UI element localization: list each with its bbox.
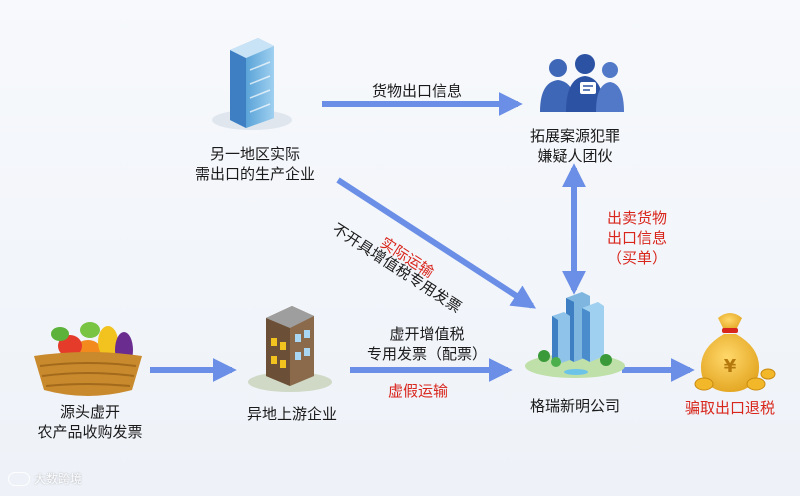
node-gang-label: 拓展案源犯罪 嫌疑人团伙 [510, 126, 640, 166]
producer-line2: 需出口的生产企业 [194, 165, 315, 183]
sell-info-line3: （买单） [606, 249, 667, 267]
city-towers-icon [525, 292, 625, 378]
watermark-text: 大数跨境 [34, 472, 83, 486]
node-farmer-label: 源头虚开 农产品收购发票 [10, 402, 170, 442]
edge-label-export-info: 货物出口信息 [372, 82, 463, 100]
small-building-icon [248, 306, 332, 392]
watermark-logo-icon [8, 471, 30, 486]
node-refund-label: 骗取出口退税 [670, 398, 790, 418]
producer-line1: 另一地区实际 [209, 145, 300, 163]
vegetable-basket-icon [34, 322, 142, 396]
edge-label-fake-transport: 虚假运输 [388, 382, 449, 400]
company-text: 格瑞新明公司 [529, 397, 620, 415]
upstream-text: 异地上游企业 [246, 405, 337, 423]
gang-line1: 拓展案源犯罪 [529, 127, 620, 145]
edge-label-fake-invoice: 虚开增值税 专用发票（配票） [352, 324, 502, 364]
farmer-line1: 源头虚开 [59, 403, 120, 421]
edge-label-sell-info: 出卖货物 出口信息 （买单） [592, 208, 682, 268]
arrow-producer-to-company [336, 177, 537, 309]
office-building-icon [212, 38, 292, 130]
node-upstream-label: 异地上游企业 [232, 404, 352, 424]
sell-info-line2: 出口信息 [606, 229, 667, 247]
group-people-icon [540, 54, 624, 112]
money-bag-icon: ¥ [694, 313, 776, 392]
fake-invoice-line2: 专用发票（配票） [366, 345, 487, 363]
watermark: 大数跨境 [8, 470, 82, 487]
farmer-line2: 农产品收购发票 [37, 423, 143, 441]
fake-invoice-line1: 虚开增值税 [389, 325, 465, 343]
node-producer-label: 另一地区实际 需出口的生产企业 [170, 144, 340, 184]
node-company-label: 格瑞新明公司 [510, 396, 640, 416]
svg-text:¥: ¥ [724, 356, 737, 377]
gang-line2: 嫌疑人团伙 [537, 147, 613, 165]
sell-info-line1: 出卖货物 [606, 209, 667, 227]
refund-text: 骗取出口退税 [684, 399, 775, 417]
